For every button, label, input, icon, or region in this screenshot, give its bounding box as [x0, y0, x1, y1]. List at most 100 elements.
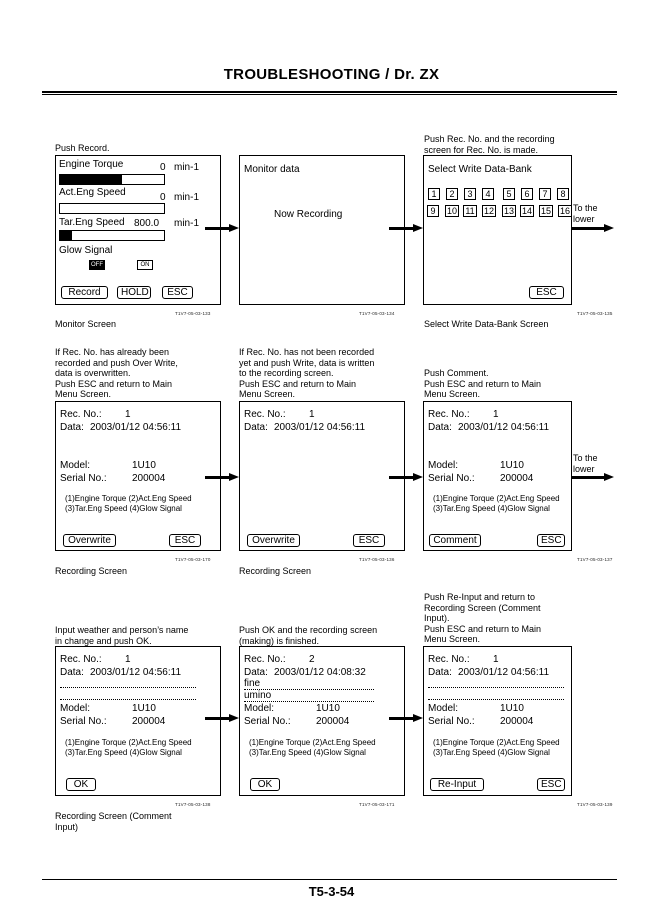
header-rule — [42, 91, 617, 93]
serial-value: 200004 — [316, 716, 350, 727]
bank-10-button[interactable]: 10 — [445, 205, 459, 217]
overwrite-button[interactable]: Overwrite — [63, 534, 116, 547]
arrow-right-icon — [389, 224, 423, 233]
figure-id: T1V7-05-03-139 — [577, 802, 613, 807]
items-line-2: (3)Tar.Eng Speed (4)Glow Signal — [433, 504, 550, 513]
to-the-lower-label: To the lower — [573, 453, 598, 474]
note-input-weather: Input weather and person’s name in chang… — [55, 625, 189, 646]
data-label: Data: — [244, 667, 268, 678]
monitor-screen: Engine Torque 0 min-1 Act.Eng Speed 0 mi… — [55, 155, 221, 305]
serial-label: Serial No.: — [244, 716, 291, 727]
arrow-right-icon — [205, 224, 239, 233]
serial-value: 200004 — [132, 716, 166, 727]
serial-label: Serial No.: — [428, 716, 475, 727]
esc-button[interactable]: ESC — [537, 534, 565, 547]
bank-1-button[interactable]: 1 — [428, 188, 440, 200]
esc-button[interactable]: ESC — [169, 534, 201, 547]
bank-16-button[interactable]: 16 — [558, 205, 572, 217]
data-value: 2003/01/12 04:56:11 — [458, 667, 550, 678]
arrow-right-icon — [389, 714, 423, 723]
esc-button[interactable]: ESC — [353, 534, 385, 547]
glow-off-indicator: OFF — [89, 260, 105, 270]
bank-2-button[interactable]: 2 — [446, 188, 458, 200]
bank-13-button[interactable]: 13 — [502, 205, 516, 217]
ok-button[interactable]: OK — [250, 778, 280, 791]
rec-no-label: Rec. No.: — [60, 409, 102, 420]
model-label: Model: — [60, 703, 91, 714]
rec-no-label: Rec. No.: — [60, 654, 102, 665]
model-value: 1U10 — [500, 703, 524, 714]
act-eng-speed-label: Act.Eng Speed — [59, 187, 126, 198]
engine-torque-label: Engine Torque — [59, 159, 124, 170]
caption-comment-input: Recording Screen (Comment Input) — [55, 811, 172, 832]
comment-person: umino — [244, 690, 272, 701]
bank-7-button[interactable]: 7 — [539, 188, 551, 200]
tar-eng-speed-unit: min-1 — [174, 218, 200, 229]
record-button[interactable]: Record — [61, 286, 108, 299]
engine-torque-unit: min-1 — [174, 162, 200, 173]
data-label: Data: — [428, 422, 452, 433]
comment-button[interactable]: Comment — [429, 534, 481, 547]
note-push-ok: Push OK and the recording screen (making… — [239, 625, 378, 646]
model-value: 1U10 — [132, 460, 156, 471]
serial-label: Serial No.: — [60, 716, 107, 727]
figure-id: T1V7-05-03-134 — [359, 311, 395, 316]
overwrite-button[interactable]: Overwrite — [247, 534, 300, 547]
comment-input-screen: Rec. No.: 1 Data: 2003/01/12 04:56:11 Mo… — [55, 646, 221, 796]
weather-input[interactable] — [60, 687, 196, 688]
note-overwrite: If Rec. No. has already been recorded an… — [55, 347, 178, 399]
tar-eng-speed-bar — [59, 230, 165, 241]
data-label: Data: — [244, 422, 268, 433]
comment-weather: fine — [244, 678, 261, 689]
act-eng-speed-bar — [59, 203, 165, 214]
items-line-1: (1)Engine Torque (2)Act.Eng Speed — [65, 494, 192, 503]
bank-11-button[interactable]: 11 — [463, 205, 477, 217]
rec-no-value: 1 — [125, 654, 131, 665]
items-line-2: (3)Tar.Eng Speed (4)Glow Signal — [433, 748, 550, 757]
ok-button[interactable]: OK — [66, 778, 96, 791]
bank-6-button[interactable]: 6 — [521, 188, 533, 200]
items-line-1: (1)Engine Torque (2)Act.Eng Speed — [433, 494, 560, 503]
footer-rule — [42, 879, 617, 880]
bank-9-button[interactable]: 9 — [427, 205, 439, 217]
data-value: 2003/01/12 04:56:11 — [274, 422, 366, 433]
header-rule-thin — [42, 94, 617, 95]
esc-button[interactable]: ESC — [529, 286, 564, 299]
arrow-right-icon — [205, 714, 239, 723]
now-recording-screen: Monitor data Now Recording — [239, 155, 405, 305]
tar-eng-speed-label: Tar.Eng Speed — [59, 217, 125, 228]
rec-no-value: 1 — [493, 409, 499, 420]
note-re-input: Push Re-Input and return to Recording Sc… — [424, 592, 542, 644]
recording-finished-screen: Rec. No.: 2 Data: 2003/01/12 04:08:32 fi… — [239, 646, 405, 796]
rec-no-value: 1 — [493, 654, 499, 665]
bank-14-button[interactable]: 14 — [520, 205, 534, 217]
rec-no-label: Rec. No.: — [244, 409, 286, 420]
esc-button[interactable]: ESC — [162, 286, 193, 299]
bank-8-button[interactable]: 8 — [557, 188, 569, 200]
bank-12-button[interactable]: 12 — [482, 205, 496, 217]
bank-15-button[interactable]: 15 — [539, 205, 553, 217]
hold-button[interactable]: HOLD — [117, 286, 151, 299]
esc-button[interactable]: ESC — [537, 778, 565, 791]
data-label: Data: — [428, 667, 452, 678]
rec-no-value: 2 — [309, 654, 315, 665]
data-label: Data: — [60, 422, 84, 433]
figure-id: T1V7-05-03-135 — [577, 311, 613, 316]
act-eng-speed-unit: min-1 — [174, 192, 200, 203]
rec-no-label: Rec. No.: — [428, 654, 470, 665]
bank-3-button[interactable]: 3 — [464, 188, 476, 200]
model-value: 1U10 — [316, 703, 340, 714]
data-value: 2003/01/12 04:56:11 — [458, 422, 550, 433]
bank-5-button[interactable]: 5 — [503, 188, 515, 200]
act-eng-speed-value: 0 — [160, 192, 166, 203]
bank-4-button[interactable]: 4 — [482, 188, 494, 200]
person-input[interactable] — [60, 699, 196, 700]
figure-id: T1V7-05-03-136 — [359, 557, 395, 562]
re-input-screen: Rec. No.: 1 Data: 2003/01/12 04:56:11 Mo… — [423, 646, 572, 796]
tar-eng-speed-value: 800.0 — [134, 218, 160, 229]
re-input-button[interactable]: Re-Input — [430, 778, 484, 791]
items-line-2: (3)Tar.Eng Speed (4)Glow Signal — [65, 748, 182, 757]
model-value: 1U10 — [132, 703, 156, 714]
model-label: Model: — [60, 460, 91, 471]
serial-value: 200004 — [500, 473, 534, 484]
